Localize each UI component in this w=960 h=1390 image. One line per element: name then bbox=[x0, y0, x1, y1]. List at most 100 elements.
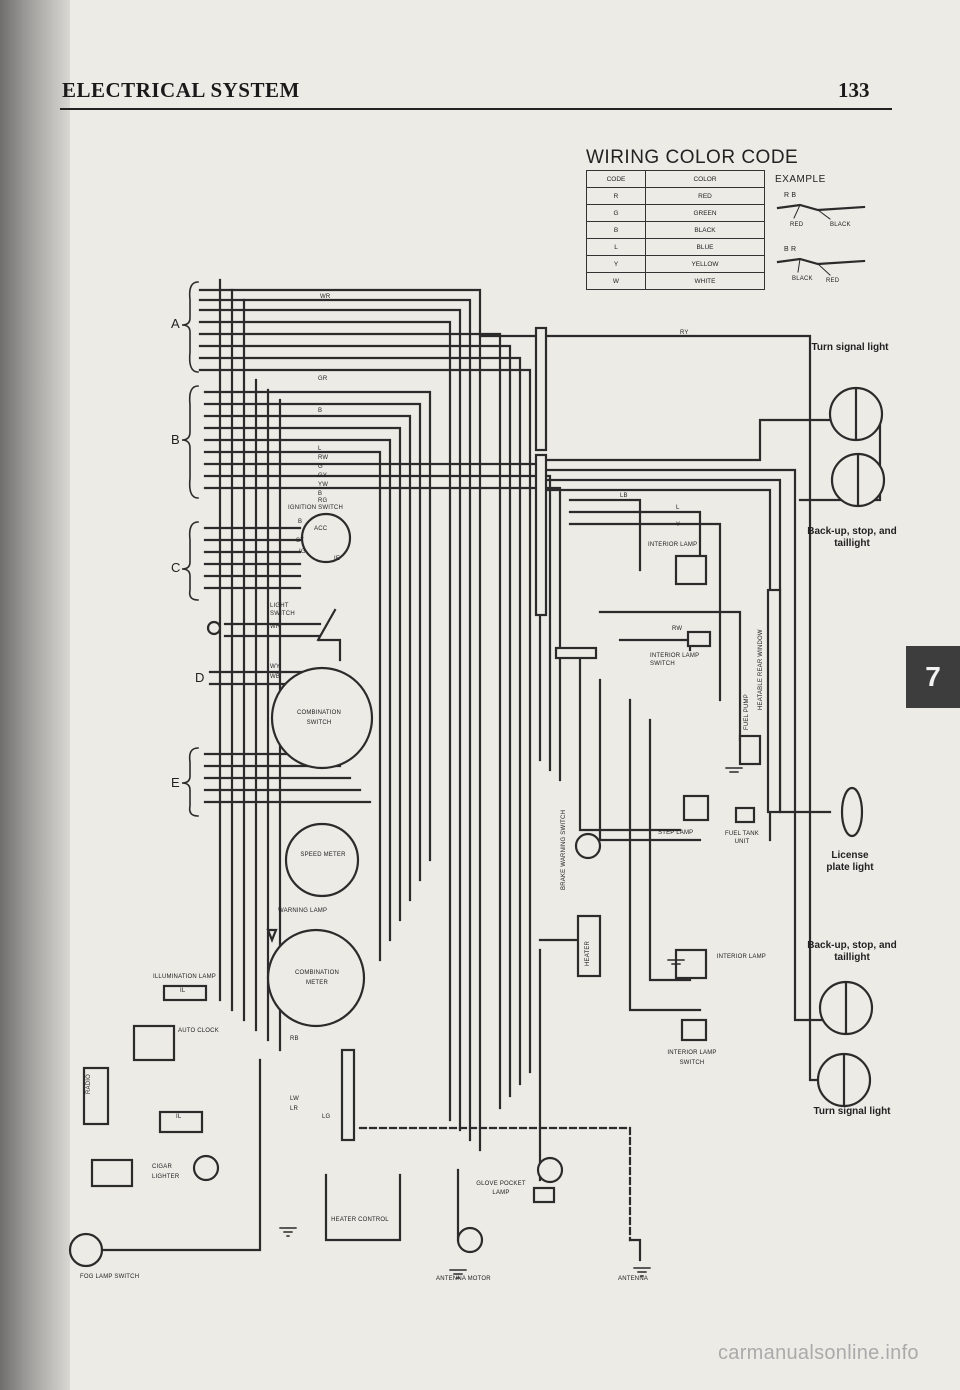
step-lamp-box bbox=[682, 794, 710, 822]
interior-lamp-switch-bottom-box bbox=[680, 1018, 708, 1042]
group-label-e: E bbox=[171, 775, 180, 790]
color-cell: WHITE bbox=[645, 272, 765, 290]
il-lamp-box bbox=[158, 1110, 204, 1134]
wire-label-bundle-yw: YW bbox=[318, 482, 329, 488]
warning-lamp-symbol bbox=[266, 928, 278, 943]
interior-lamp-mid-label: INTERIOR LAMP bbox=[716, 954, 766, 960]
heatable-rear-window-label: HEATABLE REAR WINDOW bbox=[758, 629, 764, 710]
legend-title: WIRING COLOR CODE bbox=[586, 147, 799, 168]
wire-label-bundle-rg: RG bbox=[318, 498, 328, 504]
glove-pocket-lamp-label: GLOVE POCKET LAMP bbox=[476, 1181, 526, 1196]
fuel-tank-unit-box bbox=[734, 806, 756, 824]
example2-code: B R bbox=[784, 246, 797, 253]
turn-signal-light-bottom-label: Turn signal light bbox=[813, 1106, 891, 1117]
combination-meter-label: COMBINATION METER bbox=[294, 970, 340, 986]
combination-switch-body bbox=[270, 666, 374, 770]
interior-lamp-top-label: INTERIOR LAMP bbox=[648, 542, 698, 548]
heater-label: HEATER bbox=[585, 940, 591, 966]
interior-lamp-switch-bottom-label: INTERIOR LAMP SWITCH bbox=[667, 1050, 717, 1066]
book-binding-shadow bbox=[0, 0, 70, 1390]
wire-label-lr: LR bbox=[290, 1106, 299, 1112]
heatable-rear-window-element bbox=[766, 588, 782, 814]
illumination-lamp-label: ILLUMINATION LAMP bbox=[153, 974, 216, 980]
group-label-a: A bbox=[171, 316, 180, 331]
glove-pocket-lamp-bulb bbox=[536, 1156, 564, 1184]
illumination-lamp-box bbox=[162, 984, 208, 1002]
interior-lamp-top-box bbox=[674, 554, 708, 586]
light-switch-label: LIGHT SWITCH bbox=[270, 603, 295, 617]
ground-symbols bbox=[279, 767, 743, 1279]
wire-label-wb: WB bbox=[270, 674, 281, 680]
glove-pocket-lamp-box bbox=[532, 1186, 556, 1204]
brake-warning-switch-label: BRAKE WARNING SWITCH bbox=[561, 809, 567, 890]
light-switch-terminal bbox=[206, 620, 222, 636]
wire-label-wy: WY bbox=[270, 664, 281, 670]
wire-label-rw: RW bbox=[672, 626, 683, 632]
speed-meter-label: SPEED METER bbox=[300, 852, 346, 858]
example1-left: RED bbox=[790, 222, 804, 228]
code-cell: W bbox=[586, 272, 646, 290]
example-wire-1 bbox=[776, 203, 866, 220]
wire-label-b: B bbox=[318, 408, 323, 414]
antenna-label: ANTENNA bbox=[618, 1276, 649, 1282]
example-title: EXAMPLE bbox=[775, 174, 826, 185]
connector-bar-bottom bbox=[340, 1048, 356, 1142]
license-plate-light-icon bbox=[840, 786, 864, 838]
combination-meter-body bbox=[266, 928, 366, 1028]
il-bottom-label: IL bbox=[176, 1114, 182, 1120]
wire-label-ry: RY bbox=[680, 330, 689, 336]
ignition-switch-body bbox=[300, 512, 352, 564]
watermark: carmanualsonline.info bbox=[718, 1342, 919, 1364]
group-label-d: D bbox=[195, 670, 205, 685]
antenna-dashed-wire bbox=[358, 1126, 632, 1242]
wire-label-lg: LG bbox=[322, 1114, 331, 1120]
cigar-lighter-box bbox=[90, 1158, 134, 1188]
ign-acc-label: ACC bbox=[314, 526, 328, 532]
backup-stop-taillight-top-label: Back-up, stop, and taillight bbox=[807, 526, 897, 549]
connector-bar-upper bbox=[534, 326, 548, 452]
section-title: ELECTRICAL SYSTEM bbox=[62, 78, 300, 102]
group-braces bbox=[181, 281, 199, 817]
auto-clock-label: AUTO CLOCK bbox=[178, 1028, 219, 1034]
auto-clock-box bbox=[132, 1024, 176, 1062]
heater-control-box bbox=[324, 1173, 402, 1242]
antenna-motor-body bbox=[456, 1226, 484, 1254]
header-rule bbox=[60, 108, 892, 110]
group-label-c: C bbox=[171, 560, 181, 575]
fog-lamp-switch-body bbox=[68, 1232, 104, 1268]
speed-meter-body bbox=[284, 822, 360, 898]
backup-stop-taillight-bottom-label: Back-up, stop, and taillight bbox=[807, 940, 897, 963]
cigar-lighter-element bbox=[192, 1154, 220, 1182]
light-switch-symbol bbox=[316, 608, 342, 662]
wire-label-bundle-rw: RW bbox=[318, 455, 329, 461]
ign-ig-label: IG bbox=[299, 549, 306, 555]
ign-ie-label: IE bbox=[334, 556, 341, 562]
wire-label-bundle-g: G bbox=[318, 464, 323, 470]
chapter-tab: 7 bbox=[906, 646, 960, 708]
example1-code: R B bbox=[784, 192, 797, 199]
wire-label-l: L bbox=[676, 505, 680, 511]
group-label-b: B bbox=[171, 432, 180, 447]
page-number: 133 bbox=[838, 78, 870, 102]
wire-label-wr-2: WR bbox=[270, 624, 281, 630]
il-top-label: IL bbox=[180, 988, 186, 994]
example2-right: RED bbox=[826, 278, 840, 284]
connector-block bbox=[554, 646, 598, 660]
antenna-motor-label: ANTENNA MOTOR bbox=[436, 1276, 491, 1282]
wire-label-bundle-b: B bbox=[318, 491, 323, 497]
interior-lamp-switch-top-box bbox=[686, 630, 712, 648]
wire-label-y: Y bbox=[676, 522, 681, 528]
left-bundle-wires bbox=[198, 288, 562, 1152]
fog-lamp-switch-label: FOG LAMP SWITCH bbox=[80, 1274, 140, 1280]
wire-label-bundle-l: L bbox=[318, 446, 322, 452]
fuel-tank-unit-label: FUEL TANK UNIT bbox=[724, 831, 760, 845]
fuel-pump-box bbox=[738, 734, 762, 766]
combination-switch-label: COMBINATION SWITCH bbox=[296, 710, 342, 726]
fuel-pump-label: FUEL PUMP bbox=[744, 694, 750, 730]
heater-control-label: HEATER CONTROL bbox=[331, 1217, 389, 1223]
wire-label-bundle-gy: GY bbox=[318, 473, 328, 479]
example-wire-2 bbox=[776, 257, 866, 276]
